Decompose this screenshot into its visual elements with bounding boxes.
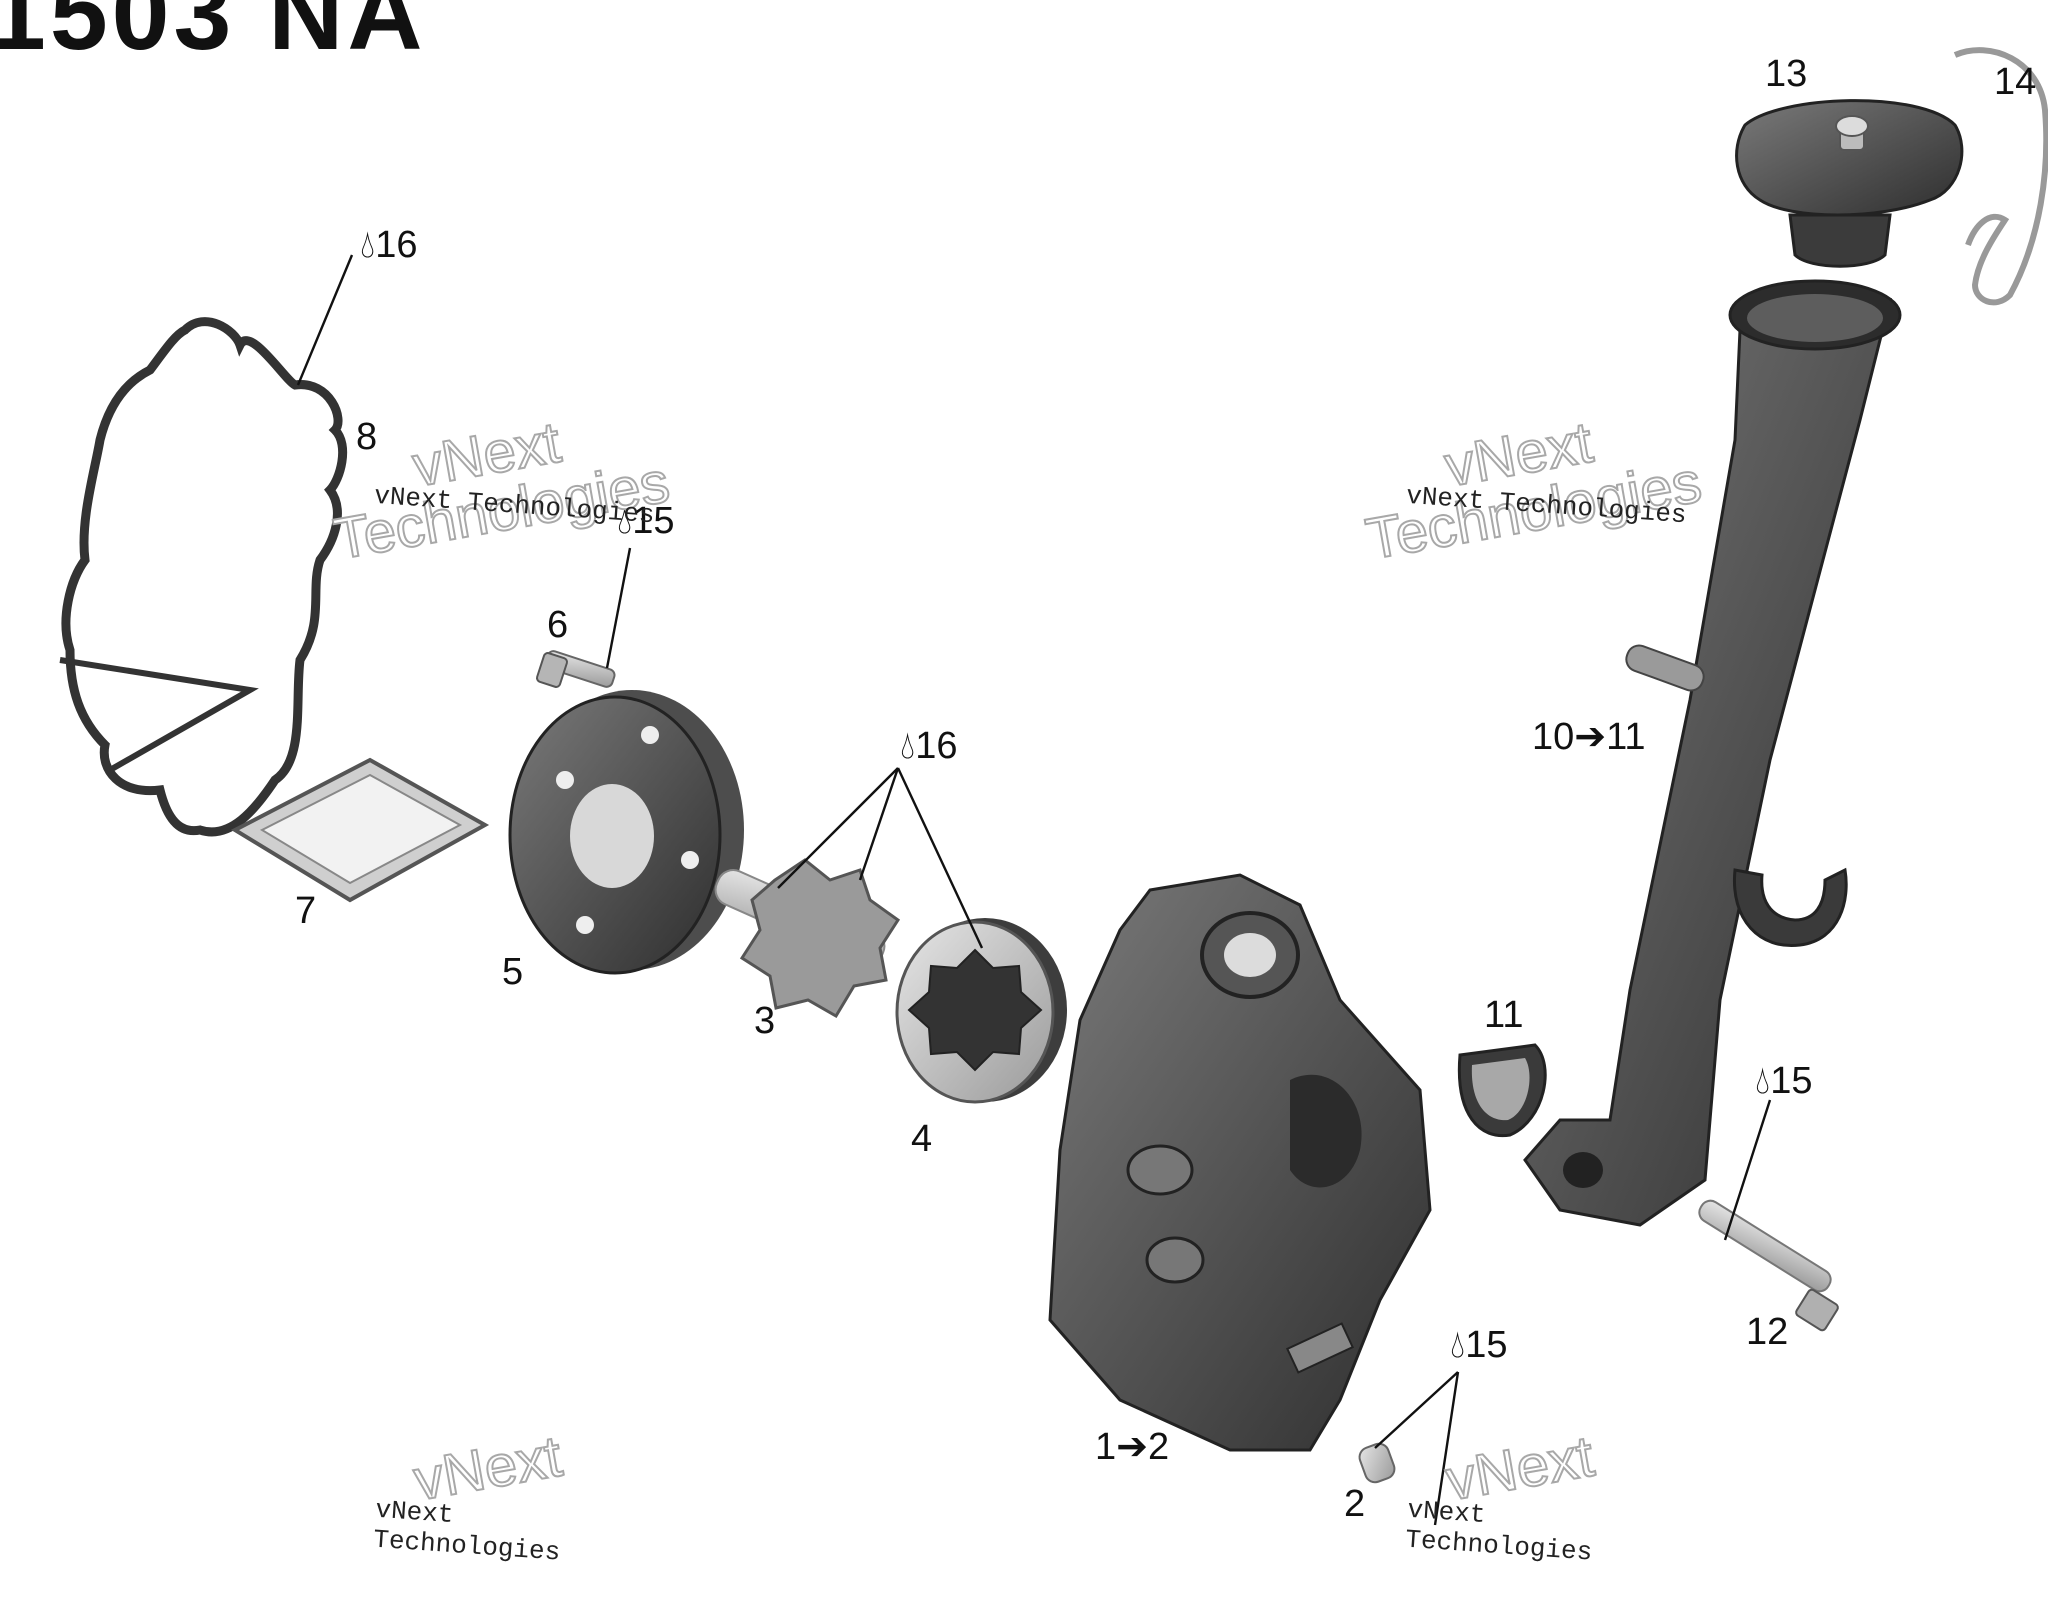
- lubricant-callout-16-top: 💧︎16: [360, 224, 418, 266]
- callout-part-13: 13: [1765, 53, 1808, 95]
- callout-part-5: 5: [502, 951, 524, 993]
- lubricant-callout-15-plate: 💧︎15: [617, 500, 675, 542]
- callout-part-14: 14: [1994, 61, 2037, 103]
- oil-drop-icon: 💧︎: [1450, 1324, 1466, 1366]
- sleeve-part-11: [1457, 1043, 1547, 1138]
- callout-part-6: 6: [547, 604, 569, 646]
- tether-part-14: [1953, 47, 2048, 306]
- oil-drop-icon: 💧︎: [1755, 1060, 1771, 1102]
- inner-rotor-part-3: [714, 858, 901, 1019]
- oil-drop-icon: 💧︎: [617, 500, 633, 542]
- callout-part-10: 10➔11: [1532, 716, 1646, 758]
- bolt-part-12: [1698, 1199, 1839, 1332]
- callout-part-2: 2: [1344, 1483, 1366, 1525]
- callout-part-8: 8: [356, 416, 378, 458]
- exploded-view-drawing: [59, 47, 2048, 1526]
- filter-part-7: [230, 757, 490, 903]
- diagram-title: 1503 NA: [0, 0, 427, 72]
- leader-lines: [296, 254, 1772, 1526]
- filler-tube-part-10: [1523, 279, 1902, 1227]
- callout-part-3: 3: [754, 1000, 776, 1042]
- callout-part-11: 11: [1484, 994, 1524, 1036]
- gasket-tab: [59, 657, 259, 773]
- callout-part-7: 7: [295, 890, 317, 932]
- dowel-pin-part-2: [1358, 1442, 1396, 1484]
- pump-plate-part-5: [508, 690, 744, 975]
- oil-drop-icon: 💧︎: [900, 725, 916, 767]
- pump-housing-part-1: [1048, 873, 1432, 1452]
- outer-rotor-part-4: [895, 918, 1067, 1104]
- lubricant-callout-16-rotors: 💧︎16: [900, 725, 958, 767]
- callout-part-1: 1➔2: [1095, 1426, 1170, 1468]
- filler-cap-part-13: [1735, 99, 1964, 268]
- bolt-part-6: [535, 650, 616, 688]
- callout-part-4: 4: [911, 1118, 933, 1160]
- lubricant-callout-15-pin: 💧︎15: [1450, 1324, 1508, 1366]
- lubricant-callout-15-bolt: 💧︎15: [1755, 1060, 1813, 1102]
- gasket-part-8: [61, 317, 348, 837]
- oil-drop-icon: 💧︎: [360, 224, 376, 266]
- callout-part-12: 12: [1746, 1311, 1789, 1353]
